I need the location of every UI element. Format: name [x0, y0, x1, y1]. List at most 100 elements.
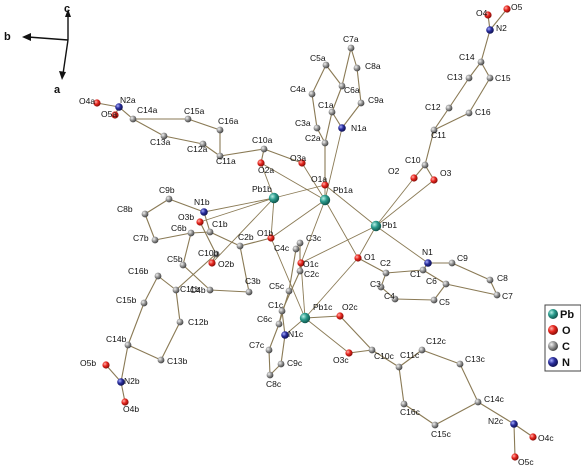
- atom-c14c: [474, 398, 482, 406]
- bond-c9c-n1c: [280, 334, 286, 365]
- bond-n2c-o4c: [513, 423, 534, 438]
- bond-c6b-c7b: [154, 232, 192, 241]
- bond-c10a-c11a: [219, 148, 265, 157]
- atom-label-c15a: C15a: [184, 106, 205, 116]
- atom-o2c: [336, 312, 344, 320]
- atom-c7c: [265, 346, 273, 354]
- atom-o3: [430, 176, 438, 184]
- atom-c14b: [124, 341, 132, 349]
- atom-pb1b: [268, 192, 280, 204]
- atom-label-c8a: C8a: [365, 61, 381, 71]
- atom-c4: [391, 295, 399, 303]
- atom-label-c3b: C3b: [245, 276, 261, 286]
- atom-n1a: [338, 124, 346, 132]
- atom-o3a: [298, 159, 306, 167]
- bond-c14c-n2c: [477, 401, 515, 425]
- bond-pb1b-o1a: [273, 184, 326, 199]
- atom-label-c1b: C1b: [212, 219, 228, 229]
- bond-c12-c13: [448, 77, 470, 109]
- bond-c6-c1: [422, 269, 447, 285]
- bond-c16-c11: [433, 112, 470, 131]
- atom-label-c3a: C3a: [295, 118, 311, 128]
- atom-c2: [382, 269, 390, 277]
- atom-n2b: [117, 378, 125, 386]
- axis-b-label: b: [4, 31, 11, 43]
- atom-c4a: [308, 90, 316, 98]
- atom-label-o1c: O1c: [303, 259, 319, 269]
- atom-n1b: [200, 208, 208, 216]
- atom-c12a: [199, 140, 207, 148]
- atom-label-c2: C2: [380, 258, 391, 268]
- atom-label-c8: C8: [497, 273, 508, 283]
- atom-label-c3: C3: [370, 279, 381, 289]
- bond-c5a-c6a: [325, 64, 343, 87]
- atom-label-n2a: N2a: [120, 95, 136, 105]
- bond-c8-c9: [451, 262, 491, 281]
- atom-label-pb1b: Pb1b: [252, 184, 272, 194]
- atom-label-o5b: O5b: [80, 358, 96, 368]
- atom-c8a: [353, 64, 361, 72]
- atom-c2a: [321, 139, 329, 147]
- atom-label-o2b: O2b: [218, 259, 234, 269]
- atom-label-n2b: N2b: [124, 376, 140, 386]
- bond-c9b-n1b: [168, 198, 205, 213]
- atom-n1: [424, 259, 432, 267]
- atom-label-pb1: Pb1: [382, 220, 397, 230]
- atom-label-o2c: O2c: [342, 302, 358, 312]
- atom-label-o1b: O1b: [257, 228, 273, 238]
- atom-c3b: [245, 288, 253, 296]
- atom-label-c4b: C4b: [190, 285, 206, 295]
- atom-label-c10c: C10c: [374, 351, 395, 361]
- bond-c16b-c11b: [157, 275, 177, 291]
- atom-n2: [486, 26, 494, 34]
- bond-c12b-c13b: [160, 321, 181, 361]
- legend-o-swatch: [548, 325, 558, 335]
- bond-c15b-c16b: [143, 275, 159, 304]
- atom-label-c15c: C15c: [431, 429, 452, 439]
- atom-label-c6c: C6c: [257, 314, 273, 324]
- atom-label-c16b: C16b: [128, 266, 149, 276]
- bond-pb1c-o3c: [304, 317, 350, 354]
- atom-label-c16: C16: [475, 107, 491, 117]
- atom-c14: [477, 58, 485, 66]
- atom-c9: [448, 259, 456, 267]
- bond-pb1a-o1c: [300, 199, 326, 264]
- atom-label-c5b: C5b: [167, 254, 183, 264]
- atom-label-c12a: C12a: [187, 144, 208, 154]
- bond-c12c-c13c: [421, 349, 461, 365]
- atom-c6b: [187, 229, 195, 237]
- atom-label-c7a: C7a: [343, 34, 359, 44]
- atom-label-c14a: C14a: [137, 105, 158, 115]
- bond-c16c-c11c: [398, 366, 405, 405]
- atom-c10a: [260, 145, 268, 153]
- atom-layer: [93, 5, 537, 461]
- atom-o5a: [111, 111, 119, 119]
- atom-c11c: [395, 363, 403, 371]
- legend-c-swatch: [548, 341, 558, 351]
- bond-n2-o5: [489, 8, 508, 31]
- atom-label-c6b: C6b: [171, 223, 187, 233]
- atom-c3: [377, 283, 385, 291]
- bond-c9a-n1a: [341, 102, 362, 129]
- bond-c14-n2: [480, 29, 491, 63]
- bond-c4a-c5a: [311, 64, 327, 95]
- atom-o4: [484, 11, 492, 19]
- axis-c-label: c: [64, 3, 70, 15]
- atom-c15b: [140, 299, 148, 307]
- atom-label-o5c: O5c: [518, 457, 534, 467]
- atom-c6: [442, 280, 450, 288]
- atom-label-o1a: O1a: [311, 174, 327, 184]
- atom-c2c: [296, 267, 304, 275]
- atom-label-c13a: C13a: [150, 137, 171, 147]
- bond-c15c-c16c: [403, 403, 436, 426]
- bond-pb1c-o1b: [270, 237, 306, 319]
- atom-o1c: [297, 259, 305, 267]
- atom-label-c2c: C2c: [304, 269, 320, 279]
- bond-c1b-c2b: [209, 231, 241, 247]
- atom-label-n1: N1: [422, 247, 433, 257]
- atom-c9b: [165, 195, 173, 203]
- atom-label-o4b: O4b: [123, 404, 139, 414]
- atom-c13b: [157, 356, 165, 364]
- atom-c4b: [206, 286, 214, 294]
- bond-c14b-n2b: [120, 344, 129, 383]
